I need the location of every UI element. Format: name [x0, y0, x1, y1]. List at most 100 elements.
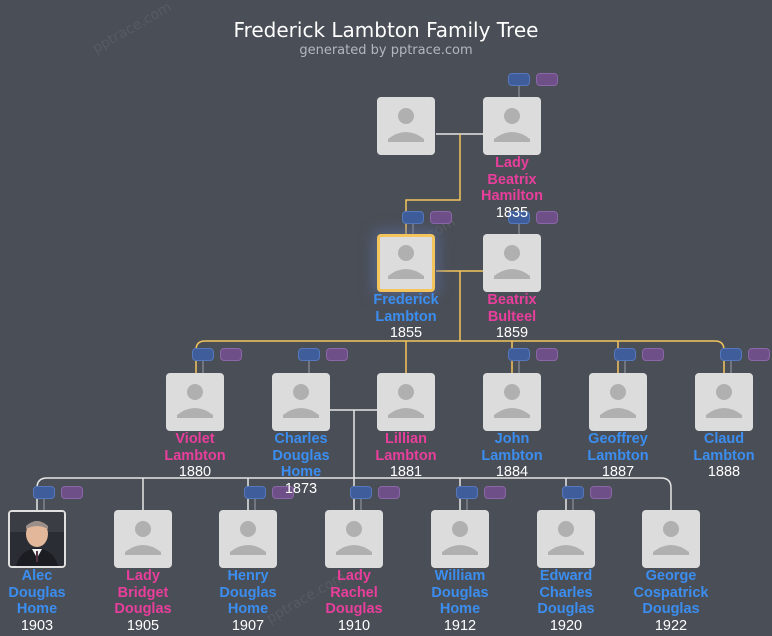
avatar[interactable] — [377, 97, 435, 155]
expand-children-toggle[interactable] — [430, 211, 452, 224]
avatar[interactable] — [483, 234, 541, 292]
portrait-photo-image — [10, 512, 64, 566]
expand-parents-toggle[interactable] — [456, 486, 478, 499]
expand-parents-toggle[interactable] — [720, 348, 742, 361]
expand-children-toggle[interactable] — [326, 348, 348, 361]
avatar[interactable] — [483, 97, 541, 155]
birth-year: 1907 — [231, 617, 265, 634]
avatar[interactable] — [166, 373, 224, 431]
birth-year: 1905 — [126, 617, 160, 634]
children-bus-highlight — [195, 340, 725, 374]
avatar[interactable] — [431, 510, 489, 568]
expand-parents-toggle[interactable] — [614, 348, 636, 361]
avatar[interactable] — [114, 510, 172, 568]
avatar-selected[interactable] — [377, 234, 435, 292]
expand-toggles — [562, 486, 612, 499]
expand-parents-toggle[interactable] — [192, 348, 214, 361]
expand-children-toggle[interactable] — [748, 348, 770, 361]
person-silhouette-icon — [283, 384, 319, 418]
expand-parents-toggle[interactable] — [244, 486, 266, 499]
expand-children-toggle[interactable] — [220, 348, 242, 361]
avatar[interactable] — [483, 373, 541, 431]
expand-children-toggle[interactable] — [536, 211, 558, 224]
birth-year: 1859 — [495, 325, 529, 341]
expand-toggles — [614, 348, 664, 361]
expand-parents-toggle[interactable] — [508, 348, 530, 361]
avatar[interactable] — [377, 373, 435, 431]
birth-year: 1910 — [337, 617, 371, 634]
expand-children-toggle[interactable] — [590, 486, 612, 499]
expand-parents-toggle[interactable] — [508, 211, 530, 224]
birth-year: 1912 — [443, 617, 477, 634]
person-silhouette-icon — [706, 384, 742, 418]
avatar[interactable] — [272, 373, 330, 431]
birth-year: 1855 — [389, 325, 423, 341]
birth-year: 1887 — [601, 464, 635, 480]
expand-children-toggle[interactable] — [536, 348, 558, 361]
expand-toggles — [192, 348, 242, 361]
person-silhouette-icon — [494, 245, 530, 279]
person-silhouette-icon — [600, 384, 636, 418]
expand-toggles — [720, 348, 770, 361]
expand-parents-toggle[interactable] — [350, 486, 372, 499]
expand-parents-toggle[interactable] — [298, 348, 320, 361]
person-silhouette-icon — [548, 521, 584, 555]
expand-toggles — [508, 73, 558, 86]
birth-year: 1903 — [20, 617, 54, 634]
expand-toggles — [402, 211, 452, 224]
avatar[interactable] — [219, 510, 277, 568]
expand-children-toggle[interactable] — [272, 486, 294, 499]
expand-children-toggle[interactable] — [61, 486, 83, 499]
expand-toggles — [508, 348, 558, 361]
page-title: Frederick Lambton Family Tree — [233, 18, 539, 42]
expand-children-toggle[interactable] — [378, 486, 400, 499]
birth-year: 1835 — [495, 204, 529, 221]
person-silhouette-icon — [442, 521, 478, 555]
expand-children-toggle[interactable] — [484, 486, 506, 499]
avatar[interactable] — [537, 510, 595, 568]
person-silhouette-icon — [653, 521, 689, 555]
expand-parents-toggle[interactable] — [402, 211, 424, 224]
expand-parents-toggle[interactable] — [33, 486, 55, 499]
person-silhouette-icon — [494, 108, 530, 142]
person-silhouette-icon — [494, 384, 530, 418]
expand-children-toggle[interactable] — [642, 348, 664, 361]
birth-year: 1888 — [707, 464, 741, 480]
person-silhouette-icon — [177, 384, 213, 418]
avatar[interactable] — [589, 373, 647, 431]
birth-year: 1881 — [389, 464, 423, 480]
expand-children-toggle[interactable] — [536, 73, 558, 86]
expand-toggles — [508, 211, 558, 224]
avatar[interactable] — [642, 510, 700, 568]
birth-year: 1880 — [178, 464, 212, 480]
portrait-photo[interactable] — [8, 510, 66, 568]
avatar[interactable] — [325, 510, 383, 568]
expand-toggles — [298, 348, 348, 361]
person-silhouette-icon — [336, 521, 372, 555]
expand-parents-toggle[interactable] — [508, 73, 530, 86]
expand-toggles — [244, 486, 294, 499]
person-silhouette-icon — [388, 108, 424, 142]
expand-parents-toggle[interactable] — [562, 486, 584, 499]
page-subtitle: generated by pptrace.com — [299, 43, 473, 58]
birth-year: 1884 — [495, 464, 529, 480]
avatar[interactable] — [695, 373, 753, 431]
expand-toggles — [456, 486, 506, 499]
person-silhouette-icon — [125, 521, 161, 555]
